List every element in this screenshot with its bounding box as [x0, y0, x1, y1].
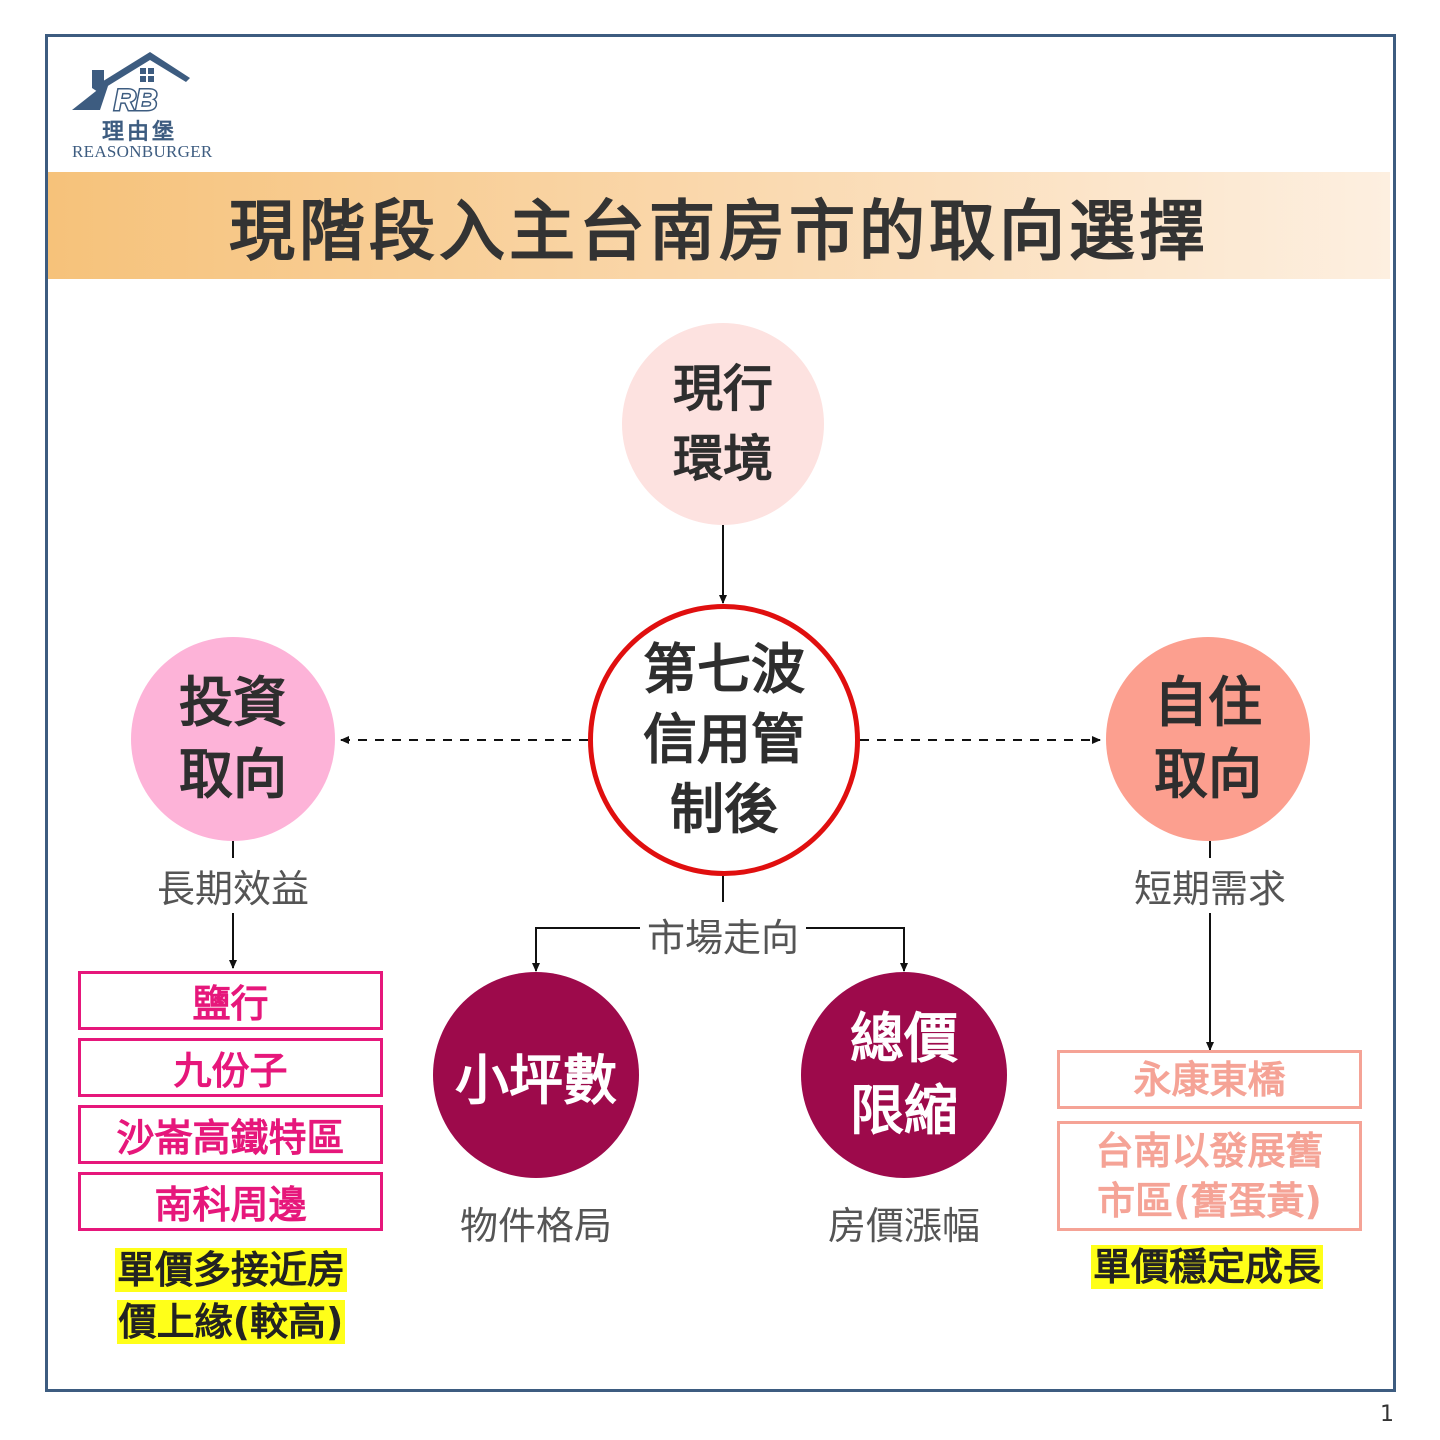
node-investment-orientation: 投資 取向	[131, 637, 335, 841]
node-self-line2: 取向	[1154, 743, 1262, 806]
node-env-line2: 環境	[673, 430, 773, 488]
self-area2-line1: 台南以發展舊	[1095, 1129, 1324, 1173]
node-self-line1: 自住	[1154, 671, 1262, 734]
node-center-line1: 第七波	[643, 638, 805, 701]
label-price-rise: 房價漲幅	[823, 1195, 985, 1250]
page-number: 1	[1380, 1402, 1394, 1427]
node-total-price-limit: 總價 限縮	[801, 972, 1007, 1178]
self-note-text: 單價穩定成長	[1090, 1245, 1324, 1289]
logo-chinese-name: 理由堡	[102, 119, 178, 145]
invest-area-box: 南科周邊	[78, 1172, 383, 1231]
self-area-box: 永康東橋	[1057, 1050, 1362, 1109]
invest-area-box: 沙崙高鐵特區	[78, 1105, 383, 1164]
label-market-direction: 市場走向	[642, 907, 804, 962]
arrow-market-to-total	[806, 927, 908, 972]
node-total-line1: 總價	[850, 1007, 958, 1070]
node-center-line2: 信用管	[643, 708, 805, 771]
invest-area-box: 九份子	[78, 1038, 383, 1097]
node-env-line1: 現行	[673, 360, 773, 418]
node-small-label: 小坪數	[455, 1048, 617, 1112]
logo-mark: RB	[114, 84, 157, 117]
self-area-box-old-city: 台南以發展舊 市區(舊蛋黃)	[1057, 1121, 1362, 1231]
node-seventh-credit-control: 第七波 信用管 制後	[588, 604, 860, 876]
label-short-term: 短期需求	[1129, 858, 1291, 913]
page-frame	[45, 34, 1396, 1392]
invest-price-note: 單價多接近房 價上緣(較高)	[114, 1244, 348, 1348]
arrow-market-to-small	[532, 927, 640, 972]
node-self-use-orientation: 自住 取向	[1106, 637, 1310, 841]
node-center-line3: 制後	[670, 778, 778, 841]
node-invest-line2: 取向	[179, 743, 287, 806]
label-long-term: 長期效益	[152, 858, 314, 913]
title-banner: 現階段入主台南房市的取向選擇	[48, 172, 1390, 279]
invest-area-box: 鹽行	[78, 971, 383, 1030]
page-title: 現階段入主台南房市的取向選擇	[229, 192, 1209, 270]
invest-note-line2: 價上緣(較高)	[116, 1300, 346, 1344]
node-current-environment: 現行 環境	[622, 323, 824, 525]
node-total-line2: 限縮	[850, 1079, 958, 1142]
self-area2-line2: 市區(舊蛋黃)	[1097, 1179, 1322, 1223]
self-price-note: 單價穩定成長	[1090, 1241, 1324, 1293]
logo-english-name: REASONBURGER	[72, 142, 213, 161]
node-small-area: 小坪數	[433, 972, 639, 1178]
label-property-layout: 物件格局	[455, 1195, 617, 1250]
node-invest-line1: 投資	[179, 671, 287, 734]
invest-note-line1: 單價多接近房	[114, 1248, 348, 1292]
reasonburger-logo-icon: RB	[72, 52, 190, 119]
